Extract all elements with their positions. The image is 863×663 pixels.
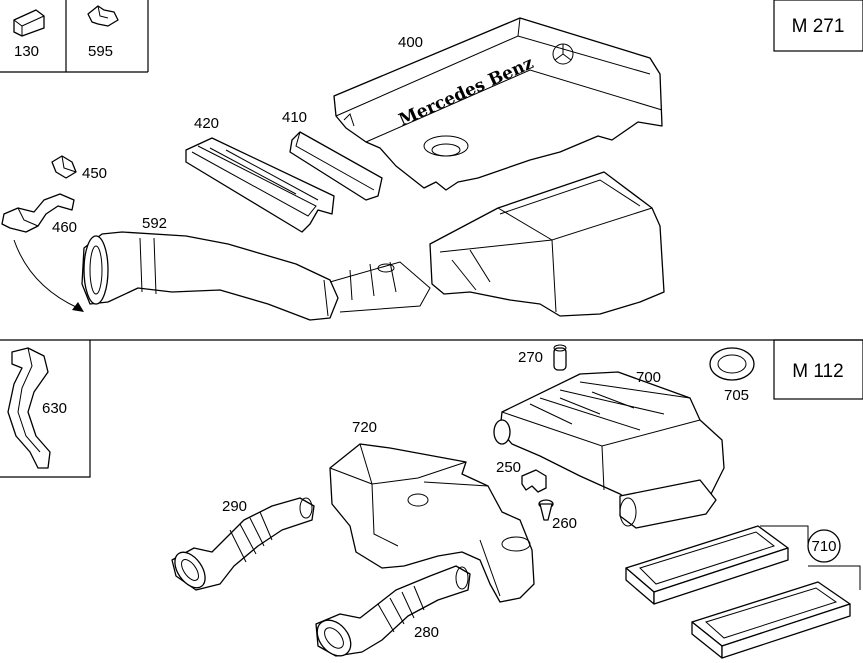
screw-260-drawing — [538, 499, 554, 521]
intake-duct-290-drawing — [171, 497, 315, 591]
seal-705-drawing — [709, 347, 755, 381]
clip-250-drawing — [521, 469, 547, 493]
label-270: 270 — [518, 349, 543, 366]
label-290: 290 — [222, 498, 247, 515]
bracket-450-drawing — [51, 155, 77, 179]
label-460: 460 — [52, 219, 77, 236]
pad-410-drawing — [289, 131, 383, 201]
assembly-arrowhead — [72, 302, 84, 312]
sleeve-270-drawing — [553, 344, 567, 371]
callout-circle-710 — [807, 529, 841, 563]
label-420: 420 — [194, 115, 219, 132]
filter-element-710-upper-drawing — [625, 525, 789, 605]
clip-595-drawing — [87, 5, 119, 27]
bracket-460-drawing — [1, 193, 75, 233]
label-700: 700 — [636, 369, 661, 386]
label-595: 595 — [88, 43, 113, 60]
label-130: 130 — [14, 43, 39, 60]
label-410: 410 — [282, 109, 307, 126]
assembly-arrow — [13, 239, 79, 309]
engine-label-m271: M 271 — [792, 16, 845, 37]
filter-housing-m271-drawing — [429, 171, 665, 317]
intake-duct-280-drawing — [315, 565, 471, 657]
leader-710 — [760, 525, 861, 590]
frames — [0, 0, 863, 478]
label-705: 705 — [724, 387, 749, 404]
clip-130-drawing — [13, 9, 45, 37]
engine-label-m112: M 112 — [792, 361, 843, 382]
label-400: 400 — [398, 34, 423, 51]
intake-cover-720-drawing — [329, 443, 535, 603]
filter-element-710-lower-drawing — [691, 581, 851, 659]
label-450: 450 — [82, 165, 107, 182]
engine-cover-400-drawing: Mercedes Benz — [333, 17, 663, 191]
label-630: 630 — [42, 400, 67, 417]
label-592: 592 — [142, 215, 167, 232]
label-710: 710 — [811, 538, 836, 555]
pad-420-drawing — [185, 137, 335, 233]
label-250: 250 — [496, 459, 521, 476]
intake-hose-592-drawing — [81, 231, 431, 321]
label-720: 720 — [352, 419, 377, 436]
bracket-630-drawing — [7, 347, 51, 469]
filter-housing-700-drawing — [493, 371, 725, 529]
label-260: 260 — [552, 515, 577, 532]
label-280: 280 — [414, 624, 439, 641]
